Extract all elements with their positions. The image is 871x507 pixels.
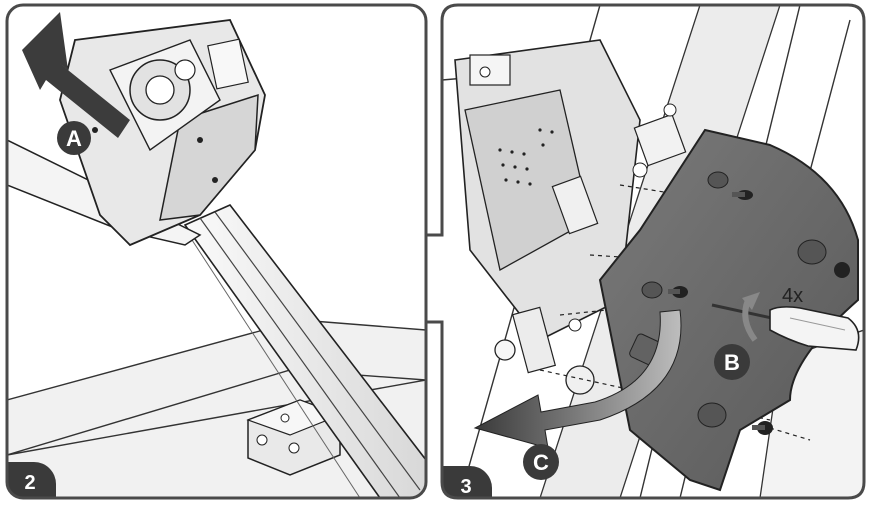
step-number-2: 2 xyxy=(24,472,35,494)
panel-step-3: 4x B C 3 xyxy=(442,5,864,498)
panel-step-2: A 2 xyxy=(7,5,426,498)
callout-letter-a: A xyxy=(66,126,82,151)
callout-badge-a: A xyxy=(57,121,91,155)
callout-letter-c: C xyxy=(533,450,549,475)
step-number-3: 3 xyxy=(460,476,471,498)
screw-2 xyxy=(834,262,850,278)
callout-badge-b: B xyxy=(714,344,750,380)
callout-letter-b: B xyxy=(724,350,740,375)
repeat-count-label: 4x xyxy=(782,285,803,307)
callout-badge-c: C xyxy=(523,444,559,480)
